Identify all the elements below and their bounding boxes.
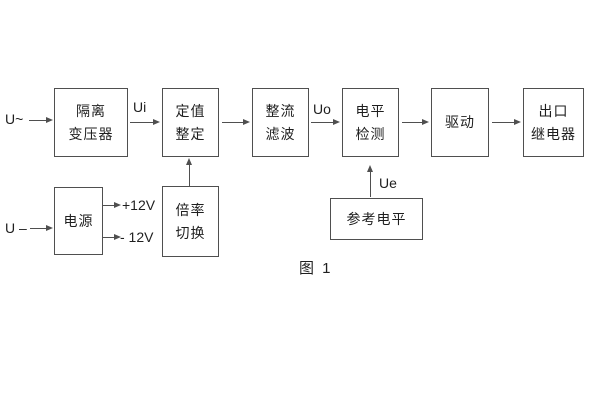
figure-caption: 图 1 <box>299 260 333 277</box>
block-rectify-filter: 整流 滤波 <box>252 88 309 157</box>
block-power-supply: 电源 <box>54 187 103 255</box>
arrow-rectify-to-level <box>311 119 340 125</box>
block-label: 切换 <box>175 224 206 241</box>
block-isolation-transformer: 隔离 变压器 <box>54 88 128 157</box>
block-label: 定值 <box>175 102 206 119</box>
block-drive: 驱动 <box>431 88 489 157</box>
block-label: 倍率 <box>175 201 206 218</box>
block-label: 电平 <box>355 102 386 119</box>
block-label: 变压器 <box>68 125 114 142</box>
arrow-power-minus12 <box>102 234 121 240</box>
block-output-relay: 出口 继电器 <box>523 88 584 157</box>
block-label: 电源 <box>63 212 94 229</box>
minus-12v-label: - 12V <box>120 229 154 245</box>
arrow-ratio-to-setting <box>185 158 192 186</box>
block-label: 滤波 <box>265 125 296 142</box>
block-level-detect: 电平 检测 <box>342 88 399 157</box>
block-reference-level: 参考电平 <box>330 198 423 240</box>
ac-input-label: U~ <box>5 111 24 127</box>
arrow-isolation-to-setting <box>130 119 160 125</box>
ue-signal-label: Ue <box>379 175 397 191</box>
dc-input-label: U – <box>5 220 27 236</box>
arrow-drive-to-output-relay <box>492 119 521 125</box>
plus-12v-label: +12V <box>122 197 156 213</box>
arrow-level-to-drive <box>402 119 429 125</box>
uo-signal-label: Uo <box>313 101 331 117</box>
block-label: 继电器 <box>531 125 576 142</box>
ui-signal-label: Ui <box>133 99 147 115</box>
block-label: 出口 <box>538 102 569 119</box>
block-label: 整定 <box>175 125 206 142</box>
arrow-reference-to-level <box>366 165 373 197</box>
block-setting-adjust: 定值 整定 <box>162 88 219 157</box>
arrow-power-plus12 <box>102 202 121 208</box>
block-label: 检测 <box>355 125 386 142</box>
block-label: 参考电平 <box>346 210 407 227</box>
arrow-setting-to-rectify <box>222 119 250 125</box>
block-label: 隔离 <box>76 102 106 119</box>
block-ratio-switch: 倍率 切换 <box>162 186 219 257</box>
block-label: 整流 <box>265 102 296 119</box>
arrow-dc-to-power <box>30 225 53 231</box>
block-label: 驱动 <box>445 114 475 130</box>
arrow-ac-to-isolation <box>29 117 53 123</box>
